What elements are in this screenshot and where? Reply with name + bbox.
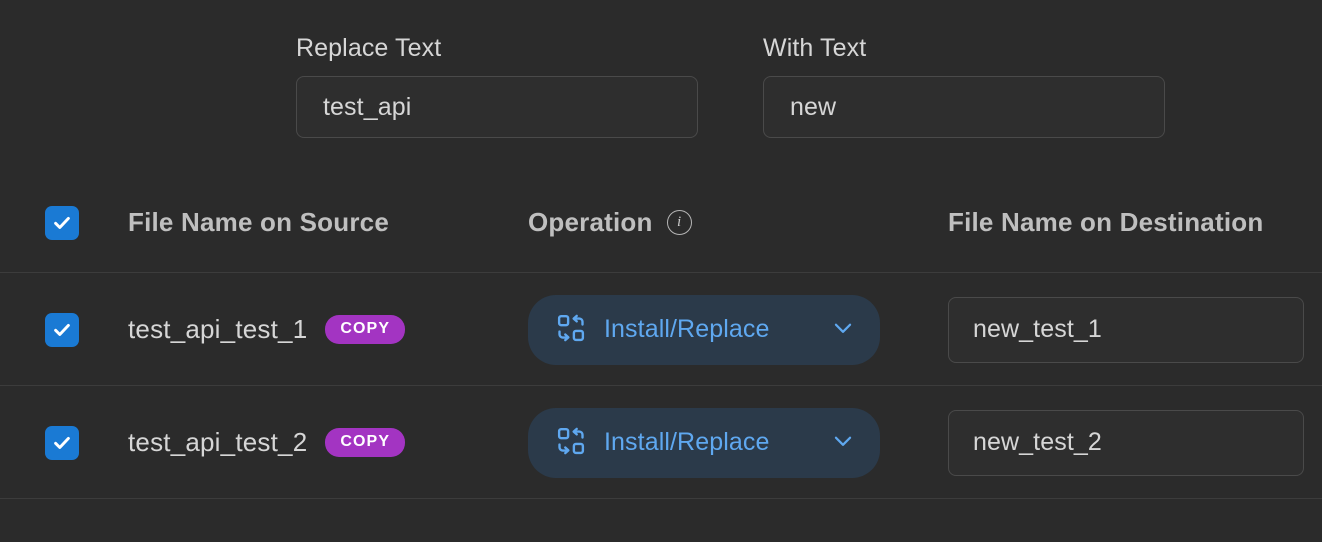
row-checkbox-cell bbox=[0, 425, 128, 460]
table-row: test_api_test_1 COPY Install/Replace bbox=[0, 273, 1322, 386]
operation-label: Install/Replace bbox=[604, 428, 770, 456]
chevron-down-icon bbox=[830, 428, 856, 457]
table-row: test_api_test_2 COPY Install/Replace bbox=[0, 386, 1322, 499]
check-icon bbox=[54, 436, 70, 449]
row-checkbox[interactable] bbox=[45, 312, 79, 347]
with-text-field-group: With Text new bbox=[763, 33, 1165, 138]
header-separator bbox=[0, 272, 1322, 273]
row-operation-cell: Install/Replace bbox=[528, 407, 930, 478]
status-badge: COPY bbox=[325, 428, 406, 457]
row-separator bbox=[0, 385, 1322, 386]
source-file-name: test_api_test_2 bbox=[128, 427, 308, 457]
swap-replace-icon bbox=[556, 426, 586, 459]
with-text-label: With Text bbox=[763, 34, 867, 62]
operation-dropdown[interactable]: Install/Replace bbox=[528, 407, 880, 478]
destination-file-name-input[interactable]: new_test_2 bbox=[948, 409, 1304, 476]
replace-text-field-group: Replace Text test_api bbox=[296, 33, 698, 138]
column-header-destination: File Name on Destination bbox=[948, 207, 1264, 237]
row-source-cell: test_api_test_2 COPY bbox=[128, 427, 528, 458]
check-icon bbox=[54, 323, 70, 336]
replace-text-label: Replace Text bbox=[296, 34, 442, 62]
header-operation-cell: Operation i bbox=[528, 207, 930, 238]
status-badge: COPY bbox=[325, 315, 406, 344]
operation-dropdown[interactable]: Install/Replace bbox=[528, 294, 880, 365]
replace-text-input[interactable]: test_api bbox=[296, 76, 698, 138]
header-destination-cell: File Name on Destination bbox=[930, 207, 1322, 238]
with-text-input[interactable]: new bbox=[763, 76, 1165, 138]
row-checkbox-cell bbox=[0, 312, 128, 347]
header-source-cell: File Name on Source bbox=[128, 207, 528, 238]
row-destination-cell: new_test_2 bbox=[930, 409, 1322, 476]
source-file-name: test_api_test_1 bbox=[128, 314, 308, 344]
swap-replace-icon bbox=[556, 313, 586, 346]
check-icon bbox=[54, 216, 70, 229]
header-checkbox-cell bbox=[0, 205, 128, 240]
destination-file-name-input[interactable]: new_test_1 bbox=[948, 296, 1304, 363]
table-header-row: File Name on Source Operation i File Nam… bbox=[0, 172, 1322, 273]
info-icon[interactable]: i bbox=[666, 210, 692, 235]
select-all-checkbox[interactable] bbox=[45, 205, 79, 240]
row-destination-cell: new_test_1 bbox=[930, 296, 1322, 363]
operation-label: Install/Replace bbox=[604, 315, 770, 343]
column-header-source: File Name on Source bbox=[128, 207, 389, 237]
row-operation-cell: Install/Replace bbox=[528, 294, 930, 365]
row-checkbox[interactable] bbox=[45, 425, 79, 460]
replace-text-form: Replace Text test_api With Text new bbox=[0, 0, 1322, 172]
file-operations-table: File Name on Source Operation i File Nam… bbox=[0, 172, 1322, 499]
column-header-operation: Operation bbox=[528, 207, 653, 237]
chevron-down-icon bbox=[830, 315, 856, 344]
row-source-cell: test_api_test_1 COPY bbox=[128, 314, 528, 345]
row-separator bbox=[0, 498, 1322, 499]
